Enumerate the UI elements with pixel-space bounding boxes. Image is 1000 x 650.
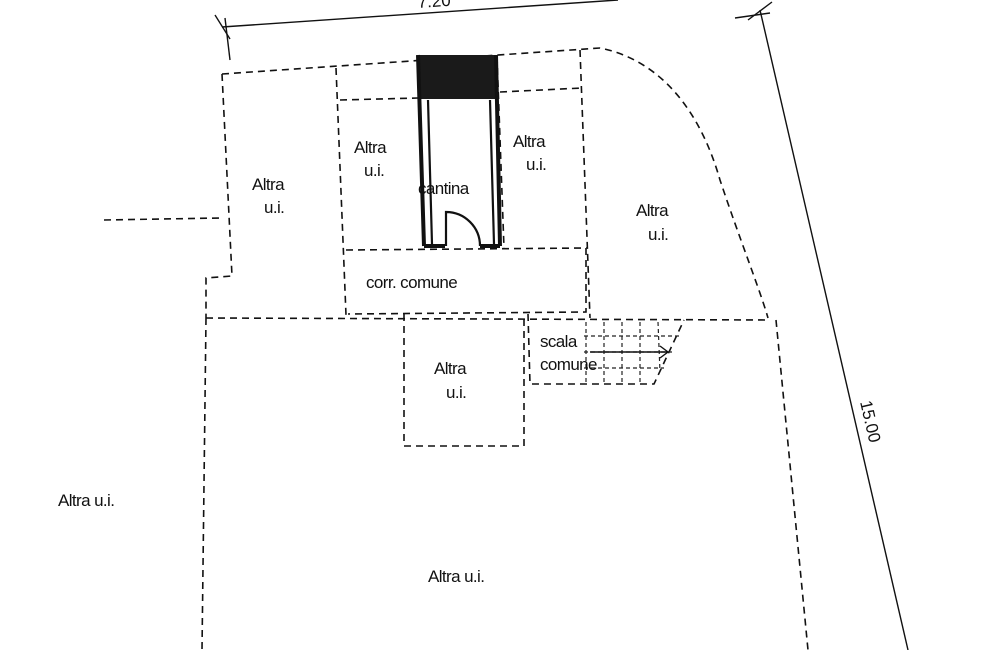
label-stairs-line1: scala — [540, 332, 578, 351]
cantina-room — [416, 54, 502, 248]
common-stairs — [527, 313, 685, 385]
cantina-hatched-wall — [418, 55, 496, 99]
unit-right-outline — [579, 49, 591, 319]
unit-left-upper-outline — [205, 73, 233, 318]
label-altra-1-line1: Altra — [252, 175, 285, 194]
dimension-top: 7.20 — [214, 0, 619, 61]
dimension-right: 15.00 — [734, 1, 909, 650]
dimension-top-label: 7.20 — [417, 0, 451, 12]
left-boundary-stub — [103, 217, 221, 221]
label-altra-3-line1: Altra — [513, 132, 546, 151]
unit-right-inner-outline — [496, 55, 583, 249]
label-altra-5-line2: u.i. — [446, 383, 466, 402]
label-corridor: corr. comune — [366, 273, 457, 292]
stair-direction-arrow — [590, 345, 670, 359]
label-altra-5-line1: Altra — [434, 359, 467, 378]
outer-boundary-top — [221, 47, 769, 319]
label-altra-3-line2: u.i. — [526, 155, 546, 174]
corridor-outline — [345, 247, 587, 315]
label-altra-2-line2: u.i. — [364, 161, 384, 180]
label-altra-4-line1: Altra — [636, 201, 669, 220]
label-altra-outside: Altra u.i. — [58, 491, 114, 510]
floor-division-line — [205, 317, 769, 321]
label-stairs-line2: comune — [540, 355, 597, 374]
unit-lower-large-outline — [201, 317, 809, 650]
label-altra-lower: Altra u.i. — [428, 567, 484, 586]
cantina-door — [444, 210, 482, 247]
label-altra-4-line2: u.i. — [648, 225, 668, 244]
unit-center-lower-outline — [403, 314, 525, 447]
label-altra-1-line2: u.i. — [264, 198, 284, 217]
label-cantina: cantina — [418, 179, 470, 198]
label-altra-2-line1: Altra — [354, 138, 387, 157]
dimension-right-label: 15.00 — [856, 399, 884, 445]
unit-left-inner-outline — [335, 67, 419, 316]
